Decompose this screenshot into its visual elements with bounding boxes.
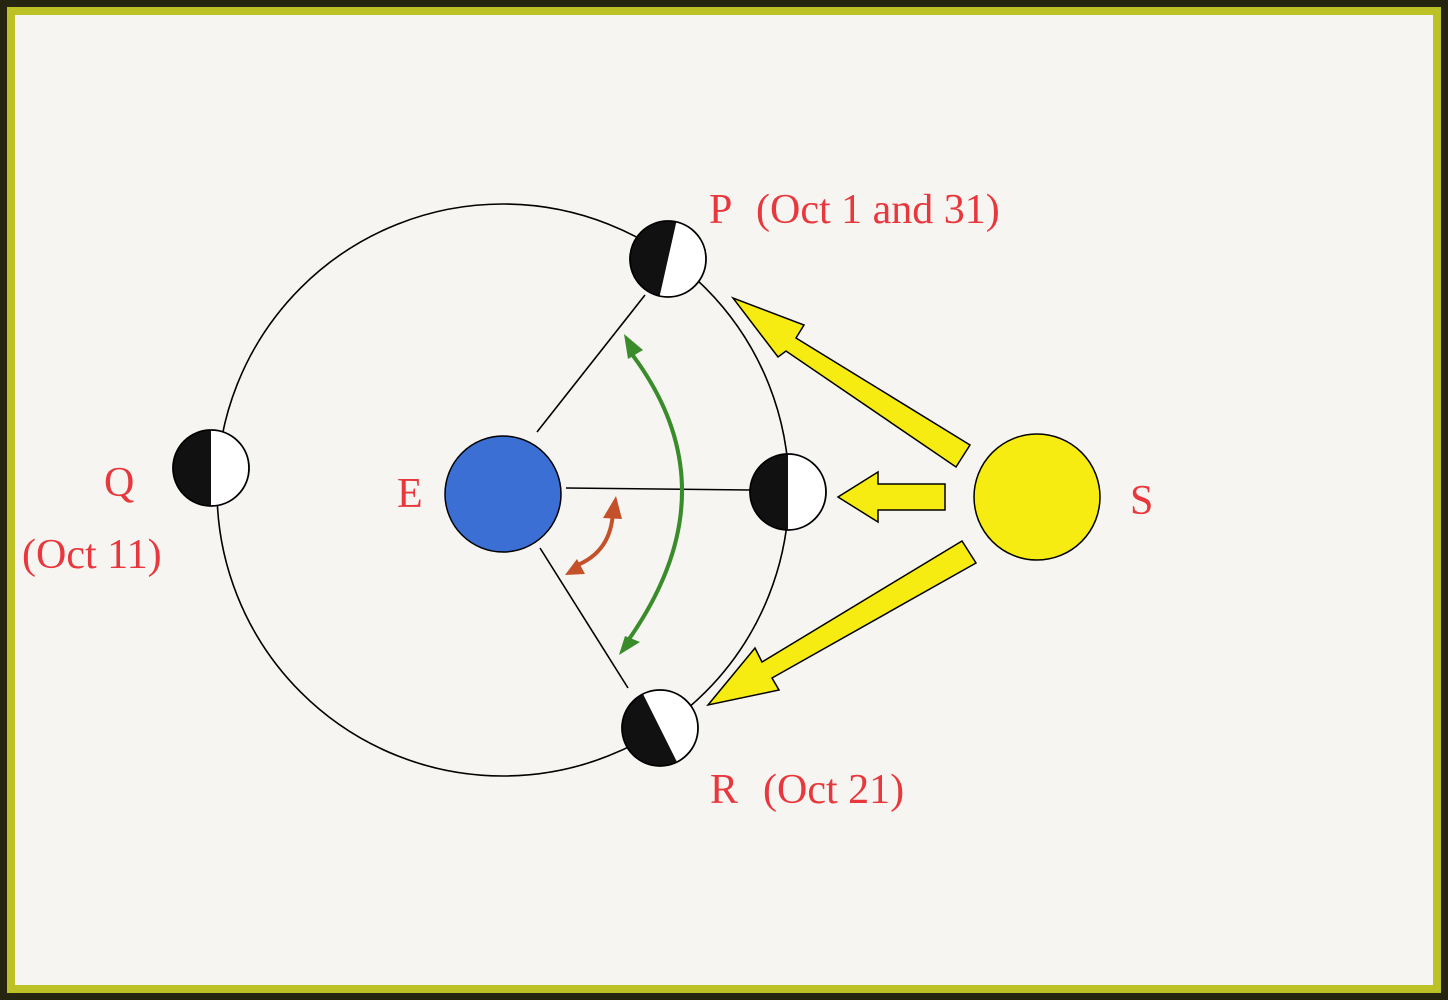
earth-label: E [397, 471, 423, 517]
moon-p-outline [629, 220, 707, 298]
sun-circle [973, 433, 1101, 561]
line-earth-to-full-moon [565, 487, 751, 491]
green-arc [625, 351, 684, 644]
sunlight-arrows [706, 296, 978, 707]
sunlight-arrow-lower [706, 539, 978, 707]
green-arc-arrow [619, 334, 684, 655]
moon-r-outline [621, 689, 699, 767]
sunlight-arrow-upper [730, 296, 972, 469]
red-arrowhead-bottom [565, 559, 585, 575]
green-arrowhead-bottom [619, 636, 640, 655]
moon-p-icon [629, 220, 707, 298]
line-earth-to-p [536, 294, 646, 433]
moon-q-outline [172, 429, 250, 507]
earth-circle [444, 435, 562, 553]
q-label: Q [104, 460, 134, 506]
moon-r-icon [621, 689, 699, 767]
moon-p-dark-half [630, 221, 677, 297]
moon-full-outline [749, 453, 827, 531]
moon-r-dark-half [622, 690, 680, 766]
r-date-label: (Oct 21) [763, 767, 904, 813]
r-label: R [710, 767, 738, 813]
line-earth-to-r [539, 547, 629, 689]
red-arc-arrow [565, 496, 622, 575]
sun-label: S [1130, 478, 1153, 524]
p-date-label: (Oct 1 and 31) [756, 187, 1000, 233]
q-date-label: (Oct 11) [22, 532, 162, 578]
p-label: P [709, 187, 732, 233]
sunlight-arrow-middle [836, 470, 946, 524]
frame-background [15, 15, 1433, 985]
green-arrowhead-top [624, 334, 643, 359]
red-arrowhead-top [603, 496, 622, 519]
